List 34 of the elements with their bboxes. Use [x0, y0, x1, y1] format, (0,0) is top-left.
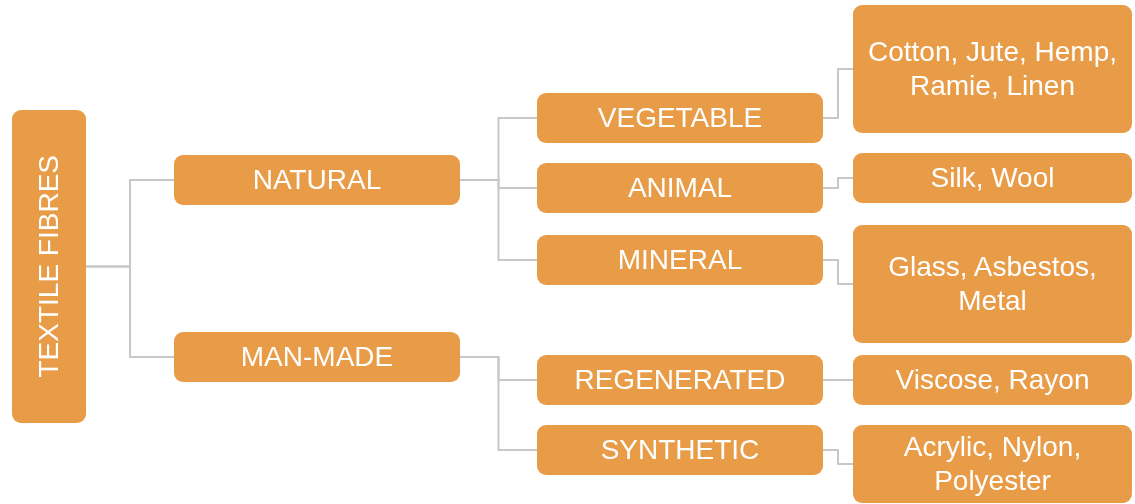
node-label: MAN-MADE	[240, 339, 394, 374]
category-box	[853, 425, 1132, 503]
node-label: SYNTHETIC	[600, 432, 760, 467]
category-box	[537, 355, 823, 405]
node-label: Acrylic, Nylon, Polyester	[902, 429, 1083, 498]
node-label: VEGETABLE	[597, 100, 763, 135]
connector-line	[459, 356, 538, 451]
connector-line	[85, 265, 175, 358]
connector-line	[822, 68, 854, 119]
category-box	[174, 155, 460, 205]
node-label: MINERAL	[617, 242, 743, 277]
category-box	[537, 163, 823, 213]
node-label: Glass, Asbestos, Metal	[887, 249, 1098, 318]
connector-line	[822, 259, 854, 285]
category-box	[537, 425, 823, 475]
node-label: REGENERATED	[574, 362, 786, 397]
category-box	[174, 332, 460, 382]
connector-line	[822, 449, 854, 465]
node-label: TEXTILE FIBRES	[31, 155, 65, 378]
node-label: ANIMAL	[627, 170, 733, 205]
node-label: Cotton, Jute, Hemp, Ramie, Linen	[867, 34, 1118, 103]
category-box	[853, 153, 1132, 203]
category-box	[537, 93, 823, 143]
node-label: Viscose, Rayon	[895, 362, 1090, 397]
node-label: Silk, Wool	[930, 160, 1055, 195]
category-box	[853, 5, 1132, 133]
category-box	[12, 110, 86, 423]
category-box	[537, 235, 823, 285]
connector-line	[822, 379, 854, 381]
connector-line	[822, 177, 854, 189]
node-label: NATURAL	[252, 162, 382, 197]
category-box	[853, 225, 1132, 343]
connector-line	[459, 179, 538, 261]
category-box	[853, 355, 1132, 405]
